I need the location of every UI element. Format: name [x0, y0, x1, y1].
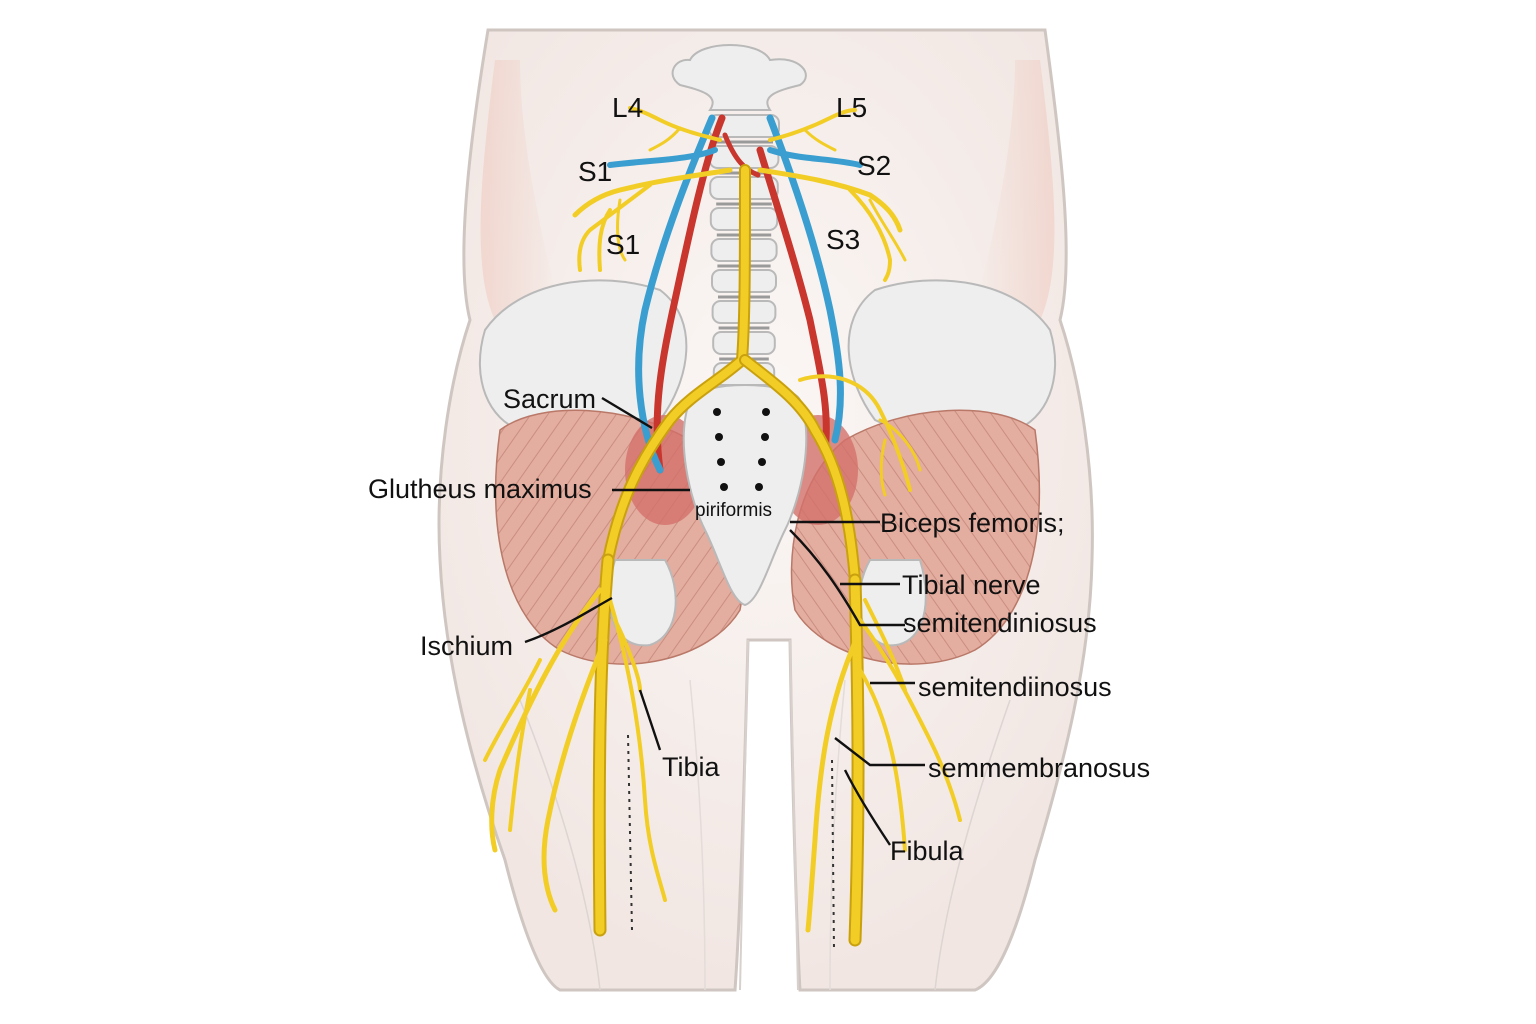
label-fibula: Fibula [890, 836, 965, 866]
labels: L4 L5 S1 S2 S1 S3 Sacrum Glutheus maximu… [368, 92, 1150, 866]
label-s2: S2 [857, 150, 891, 181]
label-l4: L4 [612, 92, 643, 123]
label-tibia: Tibia [662, 752, 721, 782]
label-ischium: Ischium [420, 631, 513, 661]
label-piriformis: piriformis [695, 500, 772, 521]
sacral-foramina [713, 408, 770, 491]
label-semitendinosus-1: semitendiniosus [903, 608, 1097, 638]
dotted-guides [627, 734, 835, 951]
label-semitendinosus-2: semitendiinosus [918, 672, 1112, 702]
label-s3: S3 [826, 224, 860, 255]
label-tibial-nerve: Tibial nerve [902, 570, 1041, 600]
label-biceps-femoris: Biceps femoris; [880, 508, 1065, 538]
label-gluteus-maximus: Glutheus maximus [368, 474, 592, 504]
label-s1-upper: S1 [578, 156, 612, 187]
label-l5: L5 [836, 92, 867, 123]
label-s1-lower: S1 [606, 229, 640, 260]
label-semimembranosus: semmembranosus [928, 753, 1150, 783]
leader-lines [524, 396, 925, 846]
label-sacrum: Sacrum [503, 384, 596, 414]
